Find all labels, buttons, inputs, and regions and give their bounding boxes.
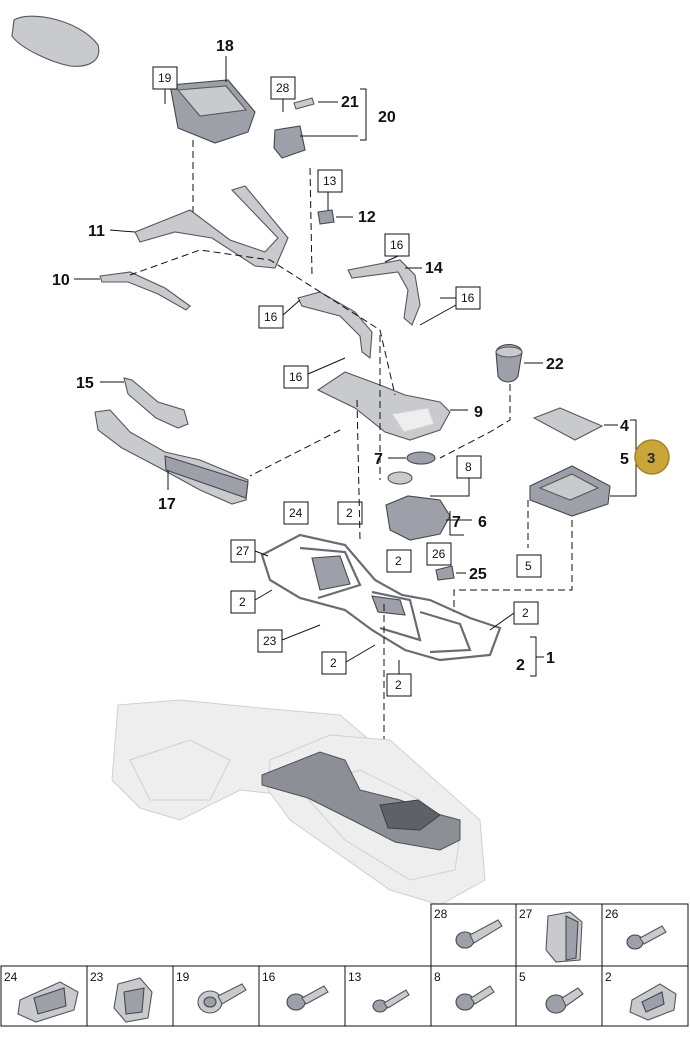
box-2-e-label: 2 xyxy=(330,656,337,670)
knob-22-top xyxy=(495,346,523,358)
callout-22: 22 xyxy=(546,356,564,373)
box-16-d xyxy=(283,365,309,389)
box-27-label: 27 xyxy=(236,544,250,558)
callout-17: 17 xyxy=(158,496,176,513)
legend-16: 16 xyxy=(262,970,276,984)
trim-14 xyxy=(347,259,421,326)
trim-15 xyxy=(123,377,189,429)
legend-27: 27 xyxy=(519,907,533,921)
storage-unit-18-top xyxy=(176,85,248,117)
callout-2: 2 xyxy=(516,657,525,674)
box-2-a xyxy=(337,501,363,525)
box-5 xyxy=(516,554,542,578)
clip-12 xyxy=(317,209,335,225)
legend-26: 26 xyxy=(605,907,619,921)
callout-10: 10 xyxy=(52,272,70,289)
box-2-e xyxy=(321,651,347,675)
box-2-b xyxy=(386,549,412,573)
box-23 xyxy=(257,629,283,653)
highlight-3-label: 3 xyxy=(647,450,655,467)
cup-ring xyxy=(387,471,413,485)
screw-8-icon xyxy=(455,985,495,1011)
highlight-3 xyxy=(634,439,670,475)
screw-16-icon xyxy=(286,985,329,1011)
box-8-label: 8 xyxy=(465,460,472,474)
cup-insert-7 xyxy=(406,451,436,465)
box-2-d-label: 2 xyxy=(522,606,529,620)
box-16-c-label: 16 xyxy=(264,310,278,324)
callout-11: 11 xyxy=(88,223,105,240)
fastener-legend: 28 27 26 24 23 19 16 13 8 5 2 xyxy=(0,903,689,1027)
callout-9: 9 xyxy=(474,404,483,421)
box-19-label: 19 xyxy=(158,71,172,85)
box-26-label: 26 xyxy=(432,547,446,561)
insert-20 xyxy=(273,125,306,159)
legend-28: 28 xyxy=(434,907,448,921)
box-28-label: 28 xyxy=(276,81,290,95)
box-16-d-label: 16 xyxy=(289,370,303,384)
callout-12: 12 xyxy=(358,209,376,226)
legend-23: 23 xyxy=(90,970,104,984)
box-5-label: 5 xyxy=(525,559,532,573)
callout-7a: 7 xyxy=(374,451,383,468)
screw-13-icon xyxy=(372,989,410,1013)
callout-1: 1 xyxy=(546,650,555,667)
box-24 xyxy=(283,501,309,525)
box-16-b-label: 16 xyxy=(461,291,475,305)
cupholder-6 xyxy=(385,495,451,541)
legend-8: 8 xyxy=(434,970,441,984)
mat-4 xyxy=(532,407,604,441)
box-2-c xyxy=(230,590,256,614)
legend-19: 19 xyxy=(176,970,190,984)
vehicle-console-ghost xyxy=(111,699,486,906)
trim-16-frame xyxy=(297,291,373,360)
callout-5: 5 xyxy=(620,451,629,468)
box-2-f-label: 2 xyxy=(395,678,402,692)
box-2-b-label: 2 xyxy=(395,554,402,568)
screw-5-icon xyxy=(545,987,584,1014)
callout-21: 21 xyxy=(341,94,359,111)
callout-14: 14 xyxy=(425,260,443,277)
clip-25 xyxy=(435,565,455,581)
callout-15: 15 xyxy=(76,375,94,392)
callout-6: 6 xyxy=(478,514,487,531)
box-13 xyxy=(317,169,343,193)
callout-18: 18 xyxy=(216,38,234,55)
cover-21 xyxy=(293,97,315,110)
legend-2: 2 xyxy=(605,970,612,984)
callout-20: 20 xyxy=(378,109,396,126)
box-23-label: 23 xyxy=(263,634,277,648)
box-16-a-label: 16 xyxy=(390,238,404,252)
clip-24-icon xyxy=(17,981,79,1023)
box-16-c xyxy=(258,305,284,329)
legend-13: 13 xyxy=(348,970,362,984)
box-2-c-label: 2 xyxy=(239,595,246,609)
bezel-9 xyxy=(316,371,451,441)
clip-23-icon xyxy=(113,977,153,1023)
trim-cover-part xyxy=(11,15,100,67)
screw-19-icon xyxy=(197,983,247,1014)
box-26 xyxy=(426,542,452,566)
clip-27-icon xyxy=(545,911,583,963)
callout-4: 4 xyxy=(620,418,629,435)
legend-24: 24 xyxy=(4,970,18,984)
box-13-label: 13 xyxy=(323,174,337,188)
box-24-label: 24 xyxy=(289,506,303,520)
callout-25: 25 xyxy=(469,566,487,583)
strip-10 xyxy=(99,271,191,311)
trim-17-inlay xyxy=(164,455,249,499)
bracket-frame-1 xyxy=(260,533,502,662)
box-2-a-label: 2 xyxy=(346,506,353,520)
callout-7b: 7 xyxy=(452,514,461,531)
tray-5-inner xyxy=(538,473,600,501)
trim-11 xyxy=(134,185,289,269)
legend-5: 5 xyxy=(519,970,526,984)
screw-26-icon xyxy=(626,925,667,950)
clip-2-icon xyxy=(629,983,677,1021)
screw-28-icon xyxy=(455,919,503,949)
